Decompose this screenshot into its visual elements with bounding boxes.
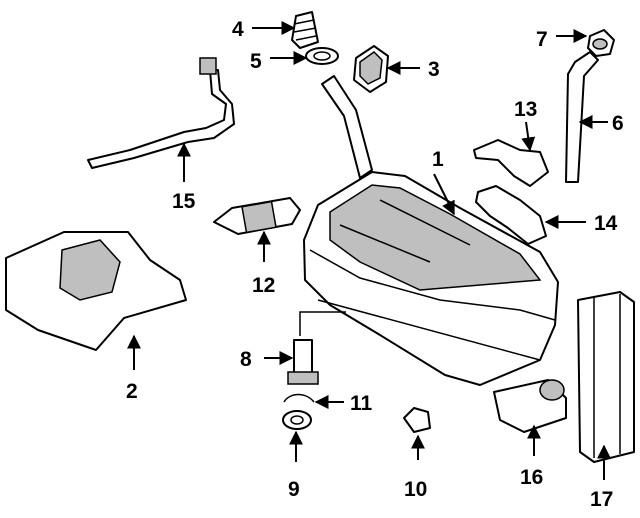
callout-11: 11: [350, 392, 373, 415]
callout-6: 6: [612, 112, 624, 135]
vent-cap: [587, 29, 615, 57]
filler-housing: [353, 45, 389, 93]
lower-bracket: [475, 185, 547, 245]
charcoal-canister: [577, 291, 635, 463]
callout-14: 14: [594, 212, 618, 235]
fuel-filter: [493, 379, 567, 433]
sender-unit: [287, 339, 319, 385]
clip: [283, 393, 315, 403]
fuel-tank: [303, 171, 559, 386]
callout-4: 4: [232, 18, 244, 41]
seal-ring: [305, 47, 339, 65]
callout-3: 3: [428, 58, 440, 81]
filler-neck: [321, 75, 373, 179]
callout-8: 8: [240, 348, 252, 371]
upper-bracket: [473, 139, 549, 187]
callout-15: 15: [172, 190, 196, 213]
fuel-pump: [213, 197, 301, 235]
callout-1: 1: [432, 148, 444, 171]
callout-7: 7: [536, 28, 548, 51]
callout-12: 12: [252, 274, 275, 297]
fuel-line: [87, 57, 235, 169]
callout-13: 13: [514, 98, 537, 121]
cover-plate: [403, 407, 431, 433]
vent-hose: [565, 51, 599, 183]
callout-17: 17: [590, 488, 613, 511]
callout-16: 16: [520, 466, 543, 489]
callout-2: 2: [126, 380, 138, 403]
leader-lines: [127, 21, 611, 480]
callout-9: 9: [288, 478, 300, 501]
lock-ring: [282, 410, 312, 430]
callout-10: 10: [404, 478, 427, 501]
heat-shield: [5, 231, 187, 351]
filler-boot: [291, 11, 319, 49]
callout-5: 5: [250, 50, 262, 73]
